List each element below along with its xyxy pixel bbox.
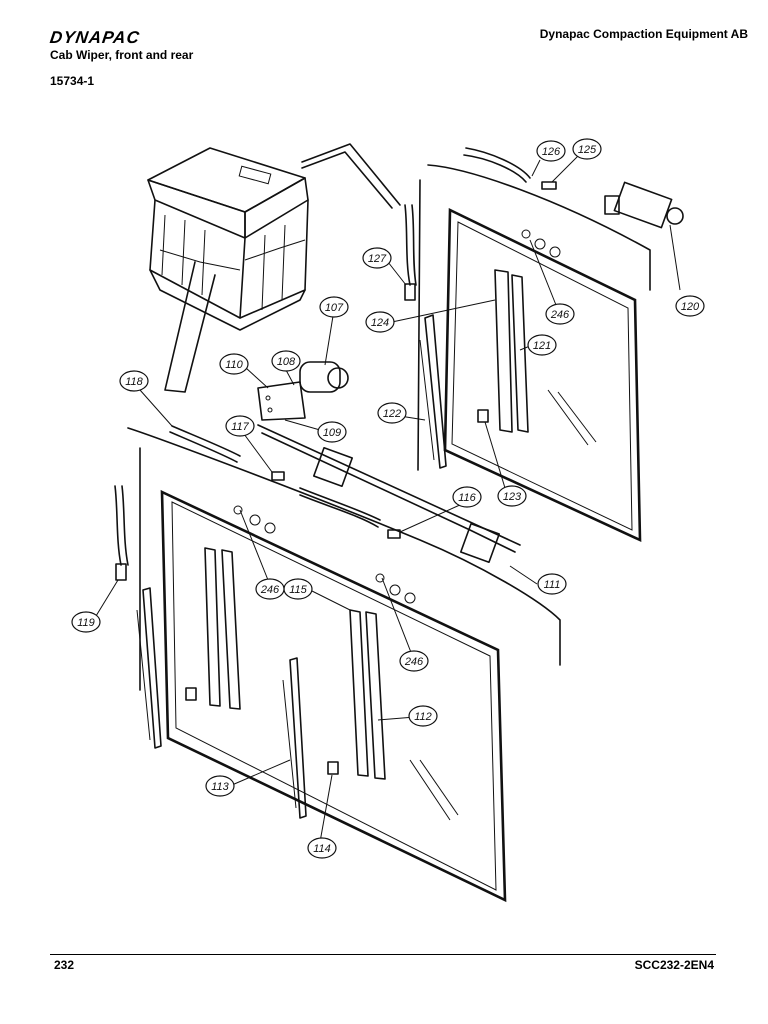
callout-246: 246: [255, 578, 285, 600]
callout-label: 113: [211, 781, 229, 793]
callout-label: 114: [313, 843, 331, 855]
callout-label: 123: [503, 491, 522, 503]
callout-121: 121: [527, 334, 557, 356]
callout-118: 118: [119, 370, 149, 392]
leader-lines: [95, 155, 681, 843]
callout-label: 121: [533, 340, 551, 352]
callout-125: 125: [572, 138, 602, 160]
rear-window-frame: [417, 164, 651, 543]
callout-120: 120: [675, 295, 705, 317]
hose-126: [465, 147, 531, 179]
callout-label: 110: [225, 359, 243, 371]
company-name: Dynapac Compaction Equipment AB: [539, 27, 748, 41]
callout-113: 113: [205, 775, 235, 797]
callout-label: 120: [681, 301, 700, 313]
callout-111: 111: [537, 573, 567, 595]
callout-label: 116: [458, 492, 476, 504]
cab-thumbnail: [147, 147, 309, 393]
callout-label: 111: [544, 579, 561, 591]
callout-114: 114: [307, 837, 337, 859]
hose-127: [404, 204, 411, 286]
callout-label: 126: [542, 146, 561, 158]
callout-246: 246: [399, 650, 429, 672]
pointer-line: [301, 143, 401, 206]
callout-label: 119: [77, 617, 95, 629]
callout-117: 117: [225, 415, 255, 437]
callout-123: 123: [497, 485, 527, 507]
document-code: SCC232-2EN4: [634, 958, 714, 972]
page-number: 232: [54, 958, 75, 972]
callout-label: 246: [260, 584, 280, 596]
callout-107: 107: [319, 296, 349, 318]
callout-label: 112: [414, 711, 432, 723]
callout-122: 122: [377, 402, 407, 424]
callout-label: 108: [277, 356, 296, 368]
footer-divider: [50, 954, 716, 955]
page-title: Cab Wiper, front and rear: [50, 48, 194, 62]
callout-label: 127: [368, 253, 387, 265]
document-number: 15734-1: [50, 74, 95, 88]
callout-116: 116: [452, 486, 482, 508]
callout-label: 117: [231, 421, 249, 433]
callout-115: 115: [283, 578, 313, 600]
callout-112: 112: [408, 705, 438, 727]
callout-label: 246: [404, 656, 424, 668]
callout-label: 124: [371, 317, 389, 329]
callout-127: 127: [362, 247, 392, 269]
callout-124: 124: [365, 311, 395, 333]
front-wiper-motor: [257, 361, 349, 421]
callout-label: 107: [325, 302, 344, 314]
callout-label: 122: [383, 408, 401, 420]
callout-label: 118: [125, 376, 143, 388]
callout-label: 109: [323, 427, 341, 439]
callout-label: 125: [578, 144, 597, 156]
callout-108: 108: [271, 350, 301, 372]
callout-label: 246: [550, 309, 570, 321]
callout-110: 110: [219, 353, 249, 375]
callout-119: 119: [71, 611, 101, 633]
front-window-frame: [127, 427, 561, 903]
callout-246: 246: [545, 303, 575, 325]
callout-109: 109: [317, 421, 347, 443]
rear-wiper-motor: [604, 181, 684, 229]
callout-126: 126: [536, 140, 566, 162]
callout-label: 115: [289, 584, 307, 596]
